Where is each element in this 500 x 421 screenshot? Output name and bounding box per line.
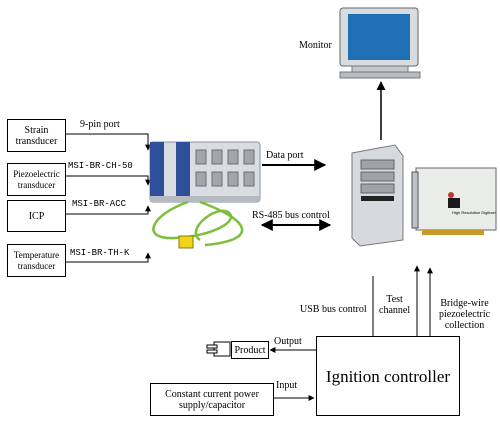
msi-th-label: MSI-BR-TH-K: [70, 248, 130, 258]
bridge-wire-label: Bridge-wire piezoelectric collection: [439, 298, 491, 331]
green-cable: [152, 200, 244, 247]
yellow-connector: [178, 235, 194, 249]
power-supply-box: Constant current power supply/capacitor: [150, 383, 274, 416]
icp-box: ICP: [7, 200, 66, 232]
ignition-controller-box: Ignition controller: [316, 336, 460, 416]
strain-line: [66, 133, 151, 151]
monitor-label: Monitor: [299, 40, 332, 51]
rs485-label: RS-485 bus control: [252, 210, 330, 221]
product-box: Product: [231, 341, 269, 359]
daq-chassis: [149, 141, 261, 203]
product-component-icon: [206, 341, 231, 357]
temp-line: [66, 252, 151, 263]
pci-card-brand: High Resolution Digitizer: [452, 210, 496, 215]
temperature-transducer-box: Temperature transducer: [7, 244, 66, 277]
monitor-device: [339, 7, 421, 79]
msi-ch-label: MSI-BR-CH-50: [68, 161, 133, 171]
strain-transducer-box: Strain transducer: [7, 119, 66, 152]
piezo-line: [66, 175, 151, 186]
msi-acc-label: MSI-BR-ACC: [72, 199, 127, 209]
test-channel-label: Test channel: [379, 294, 411, 316]
output-label: Output: [274, 336, 302, 347]
icp-line: [66, 205, 151, 215]
nine-pin-label: 9-pin port: [80, 119, 120, 130]
usb-label: USB bus control: [300, 304, 367, 315]
input-label: Input: [276, 380, 298, 391]
pc-tower: [351, 144, 404, 247]
data-port-label: Data port: [266, 150, 304, 161]
pci-card: [411, 167, 497, 235]
piezo-transducer-box: Piezoelectric transducer: [7, 163, 66, 196]
